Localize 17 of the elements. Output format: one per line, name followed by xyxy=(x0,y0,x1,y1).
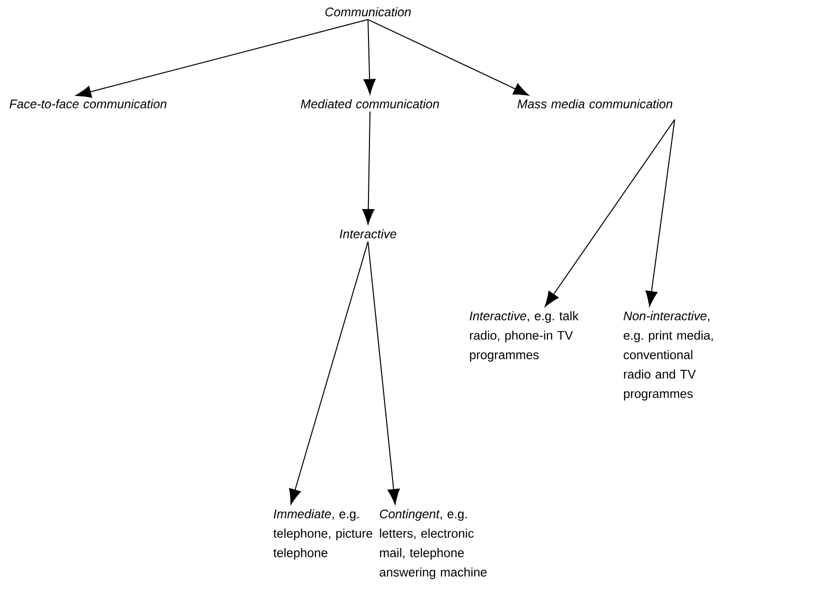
text-label: Immediate, e.g. telephone, picture telephone xyxy=(273,509,372,560)
arrow xyxy=(544,119,676,307)
text-label: Mediated communication xyxy=(300,99,439,108)
text-label: Non-interactive, e.g. print media, conventional radio and TV programmes xyxy=(624,311,713,400)
text-label: Contingent, e.g. letters, electronic mail, telephone answering machine xyxy=(380,509,487,580)
text-label: Interactive, e.g. talk radio, phone-in TV programmes xyxy=(470,311,579,362)
text-label: Interactive xyxy=(340,229,396,238)
text-label: Communication xyxy=(325,7,411,16)
arrow xyxy=(363,19,376,94)
text-label: Mass media communication xyxy=(518,99,672,108)
arrow xyxy=(645,119,676,306)
arrow xyxy=(289,241,368,505)
arrow xyxy=(76,19,368,98)
arrow xyxy=(368,19,529,96)
arrow xyxy=(362,111,374,224)
arrow xyxy=(368,241,400,504)
text-label: Face-to-face communication xyxy=(10,99,166,108)
